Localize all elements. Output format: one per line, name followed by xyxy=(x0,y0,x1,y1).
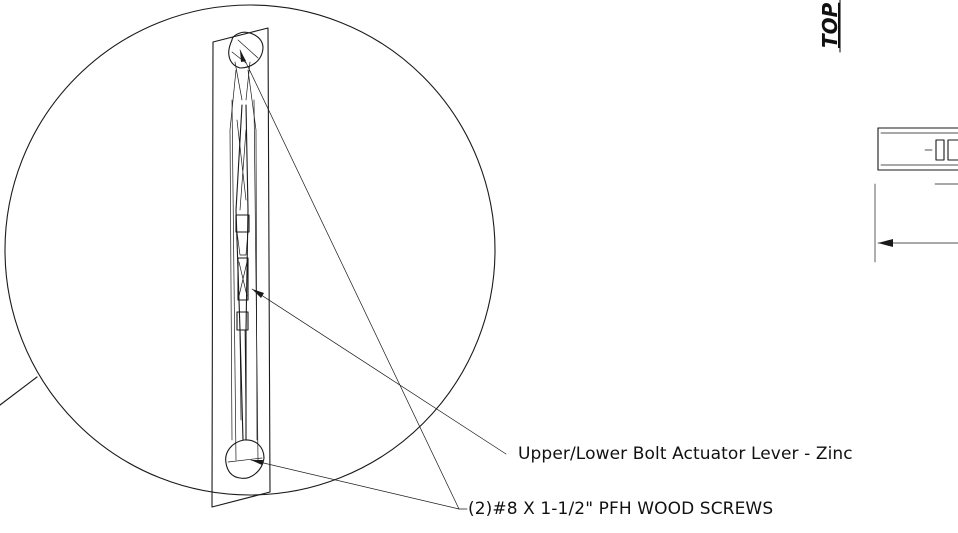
actuator-arrowhead xyxy=(252,289,264,298)
actuator-leader-line xyxy=(251,288,507,455)
top-view-fragment xyxy=(874,127,958,263)
mounting-plate xyxy=(211,27,271,508)
top-screw-hole xyxy=(228,31,264,69)
bottom-screw-hole xyxy=(225,439,265,479)
detail-circle xyxy=(4,4,496,496)
detail-leader-line xyxy=(0,376,38,406)
screw-leader-upper xyxy=(239,49,460,510)
actuator-lever xyxy=(234,61,251,441)
screw-leader-lower xyxy=(250,459,460,510)
wood-screws-label: (2)#8 X 1-1/2" PFH WOOD SCREWS xyxy=(468,499,774,519)
section-title: TOP xyxy=(818,2,842,48)
actuator-lever-label: Upper/Lower Bolt Actuator Lever - Zinc xyxy=(518,444,853,464)
